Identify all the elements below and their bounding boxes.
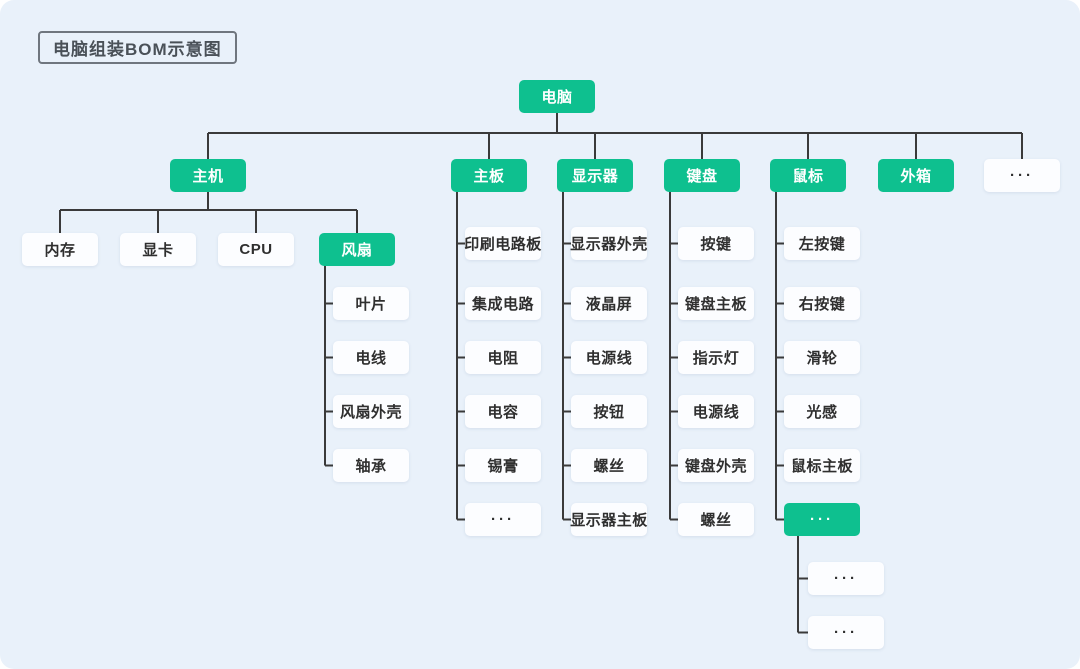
node-resistor: 电阻 [465,341,541,374]
node-outer-box: 外箱 [878,159,954,192]
node-keyboard-board: 键盘主板 [678,287,754,320]
node-keyboard-screw: 螺丝 [678,503,754,536]
node-keyboard-key: 按键 [678,227,754,260]
node-mouse-board: 鼠标主板 [784,449,860,482]
node-keyboard-power-cable: 电源线 [678,395,754,428]
node-motherboard: 主板 [451,159,527,192]
node-monitor-screw: 螺丝 [571,449,647,482]
node-pcb: 印刷电路板 [464,227,541,260]
node-monitor-case: 显示器外壳 [570,227,647,260]
node-mouse-left-button: 左按键 [784,227,860,260]
node-ellipsis-motherboard: ··· [465,503,541,536]
node-ic: 集成电路 [465,287,541,320]
node-ellipsis-sub-2: ··· [808,616,884,649]
node-fan-wire: 电线 [333,341,409,374]
node-ellipsis-top: ··· [984,159,1060,192]
node-capacitor: 电容 [465,395,541,428]
node-fan-case: 风扇外壳 [333,395,409,428]
node-fan: 风扇 [319,233,395,266]
node-cpu: CPU [218,233,294,266]
node-optical-sensor: 光感 [784,395,860,428]
node-monitor-board: 显示器主板 [570,503,647,536]
node-mouse-right-button: 右按键 [784,287,860,320]
node-scroll-wheel: 滑轮 [784,341,860,374]
node-ellipsis-mouse: ··· [784,503,860,536]
node-indicator-light: 指示灯 [678,341,754,374]
node-ellipsis-sub-1: ··· [808,562,884,595]
node-mouse: 鼠标 [770,159,846,192]
node-lcd-screen: 液晶屏 [571,287,647,320]
node-monitor-button: 按钮 [571,395,647,428]
node-fan-bearing: 轴承 [333,449,409,482]
diagram-title: 电脑组装BOM示意图 [38,31,237,64]
node-keyboard: 键盘 [664,159,740,192]
node-monitor-power-cable: 电源线 [571,341,647,374]
node-fan-blade: 叶片 [333,287,409,320]
node-monitor: 显示器 [557,159,633,192]
node-computer: 电脑 [519,80,595,113]
node-keyboard-case: 键盘外壳 [678,449,754,482]
node-graphics-card: 显卡 [120,233,196,266]
node-solder-paste: 锡膏 [465,449,541,482]
node-memory: 内存 [22,233,98,266]
node-host: 主机 [170,159,246,192]
